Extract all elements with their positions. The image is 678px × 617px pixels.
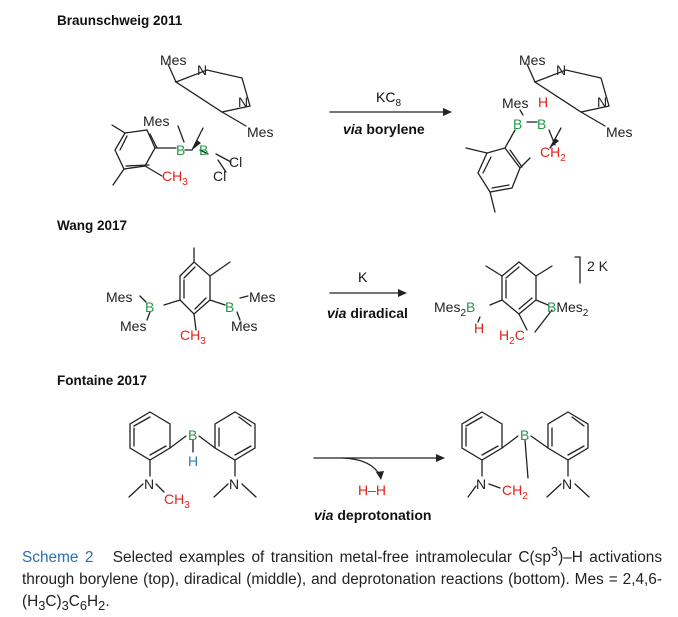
- boron-label: B: [188, 427, 197, 443]
- reagent-label: KC8: [376, 89, 401, 109]
- braunschweig-reactant: Mes N N Mes Mes B B Cl Cl CH3: [111, 52, 273, 188]
- section-title-braunschweig: Braunschweig 2011: [57, 13, 183, 28]
- reaction-arrow-2: K via diradical: [327, 269, 408, 321]
- mes-label: Mes: [502, 95, 528, 111]
- mes-label: Mes: [231, 318, 257, 334]
- mes-label: Mes: [143, 113, 169, 129]
- fontaine-reactant: B H N N CH3: [128, 411, 257, 511]
- mechanism-label: via deprotonation: [314, 507, 431, 523]
- n-label: N: [238, 94, 248, 110]
- mes-label: Mes: [160, 52, 186, 68]
- mes-label: Mes: [106, 289, 132, 305]
- wang-reactant: Mes B Mes B Mes Mes CH3: [106, 247, 275, 347]
- caption-label: Scheme 2: [22, 549, 94, 567]
- wang-product: 2 K Mes2B H BMes2 H2C: [434, 256, 609, 347]
- reagent-label: H–H: [358, 482, 386, 498]
- reagent-label: K: [358, 269, 368, 285]
- section-title-wang: Wang 2017: [57, 218, 127, 233]
- n-label: N: [229, 476, 239, 492]
- boron-label: B: [537, 116, 546, 132]
- charge-label: 2 K: [587, 258, 609, 274]
- boryl-label: Mes2B: [434, 299, 475, 319]
- reaction-scheme: Braunschweig 2011 Mes N N Mes Mes B B Cl…: [57, 13, 632, 523]
- methyl-label: CH3: [162, 168, 188, 188]
- hydride-label: H: [474, 320, 484, 336]
- mechanism-label: via borylene: [343, 121, 425, 137]
- boron-label: B: [199, 142, 208, 158]
- braunschweig-product: Mes N N Mes Mes H B B CH2: [465, 52, 632, 213]
- methyl-label: CH3: [180, 327, 206, 347]
- scheme-caption: Scheme 2 Selected examples of transition…: [22, 544, 663, 614]
- boron-label: B: [520, 427, 529, 443]
- section-title-fontaine: Fontaine 2017: [57, 373, 147, 388]
- methylene-label: H2C: [499, 327, 525, 347]
- mes-label: Mes: [519, 52, 545, 68]
- mes-label: Mes: [606, 124, 632, 140]
- n-label: N: [197, 62, 207, 78]
- hydride-label: H: [538, 94, 548, 110]
- mes-label: Mes: [120, 318, 146, 334]
- boron-label: B: [513, 116, 522, 132]
- methyl-label: CH3: [164, 491, 190, 511]
- mechanism-label: via diradical: [327, 305, 408, 321]
- n-label: N: [476, 476, 486, 492]
- mes-label: Mes: [249, 289, 275, 305]
- boryl-label: BMes2: [547, 299, 589, 319]
- hydride-label: H: [188, 453, 198, 469]
- mes-label: Mes: [247, 124, 273, 140]
- n-label: N: [597, 94, 607, 110]
- chloride-label: Cl: [213, 168, 226, 184]
- n-label: N: [556, 62, 566, 78]
- boron-label: B: [145, 299, 154, 315]
- reaction-arrow-1: KC8 via borylene: [329, 89, 452, 137]
- chloride-label: Cl: [229, 154, 242, 170]
- boron-label: B: [176, 142, 185, 158]
- fontaine-product: B N N CH2: [461, 411, 590, 502]
- methylene-label: CH2: [540, 144, 566, 164]
- n-label: N: [562, 476, 572, 492]
- reaction-arrow-3: H–H via deprotonation: [313, 454, 445, 523]
- n-label: N: [144, 476, 154, 492]
- boron-label: B: [225, 299, 234, 315]
- methylene-label: CH2: [502, 482, 528, 502]
